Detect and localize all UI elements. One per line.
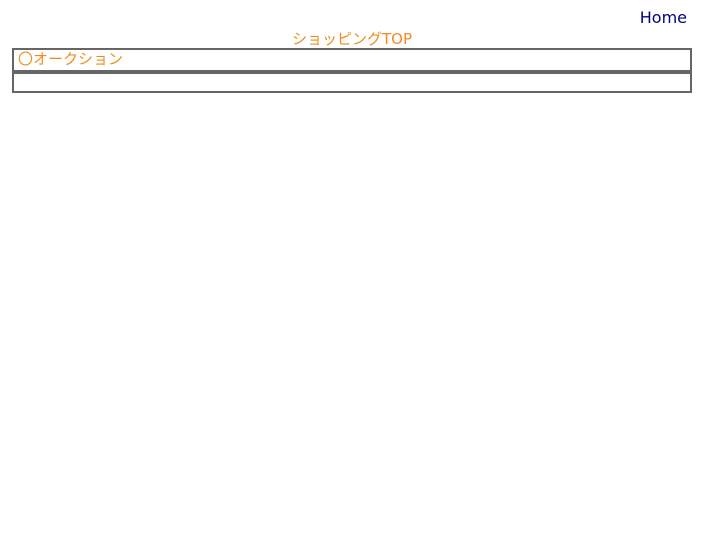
auction-content-panel: [12, 72, 692, 93]
home-link[interactable]: Home: [639, 8, 687, 27]
auction-section-header: 〇オークション: [12, 48, 692, 73]
page-title: ショッピングTOP: [291, 30, 412, 48]
auction-link[interactable]: 〇オークション: [18, 50, 124, 68]
